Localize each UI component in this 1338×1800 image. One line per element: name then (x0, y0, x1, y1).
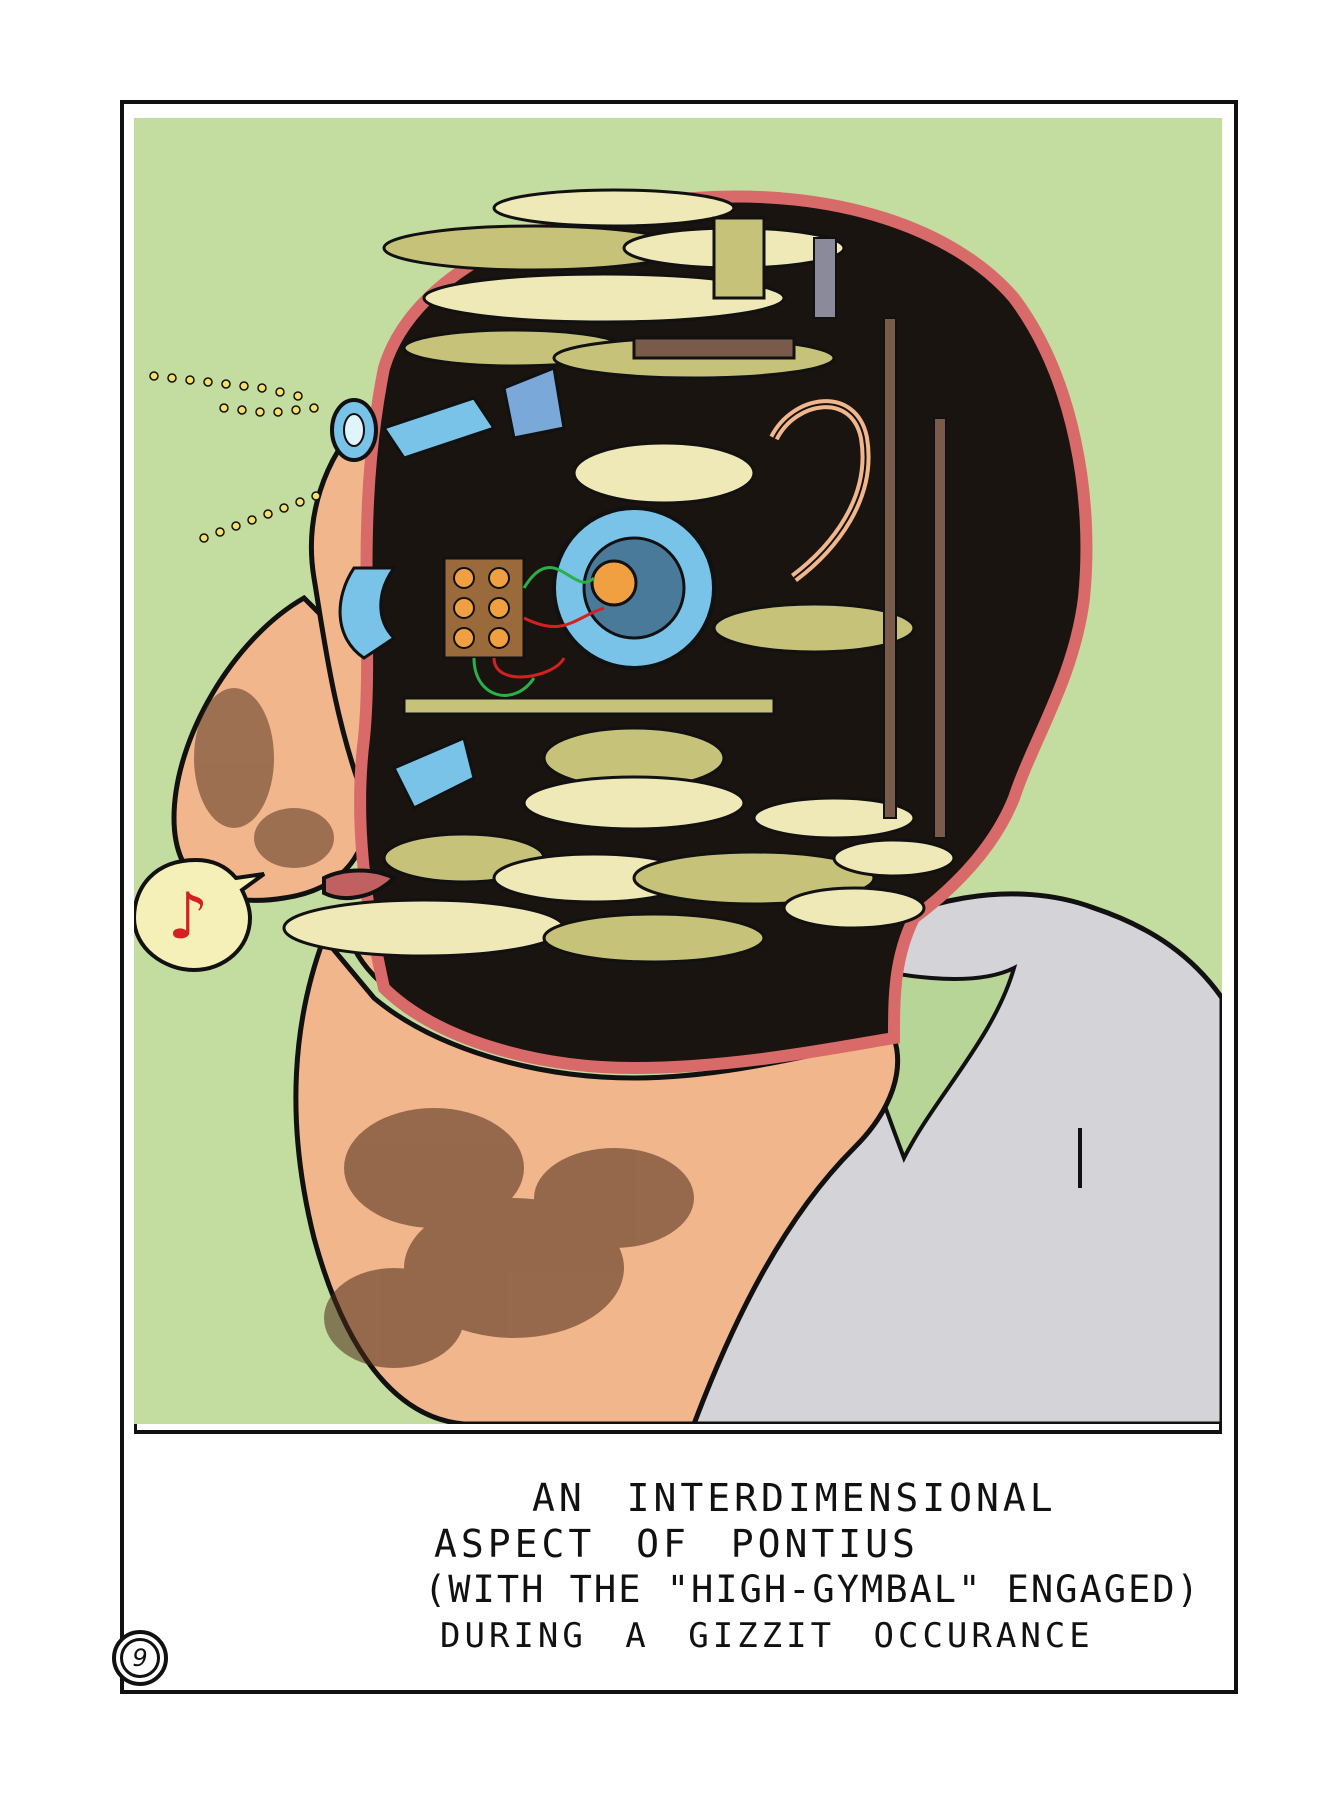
pontius-illustration (134, 118, 1222, 1424)
gear-machinery (282, 188, 956, 964)
caption-line-1: AN INTERDIMENSIONAL (532, 1476, 1057, 1520)
panel-outer-border (120, 100, 1238, 1694)
caption-line-3: (WITH THE "HIGH-GYMBAL" ENGAGED) (424, 1568, 1201, 1611)
eye-ray-dots-icon (149, 371, 321, 543)
music-note-icon: ♪ (167, 880, 209, 954)
page-number: 9 (120, 1638, 160, 1678)
blue-components (338, 237, 837, 811)
page-number-badge: 9 (112, 1630, 168, 1686)
beard-stubble (324, 1108, 694, 1368)
caption-line-2: ASPECT OF PONTIUS (434, 1522, 919, 1566)
wires (472, 566, 605, 697)
mouth (322, 868, 398, 900)
caption-box: AN INTERDIMENSIONAL ASPECT OF PONTIUS (W… (134, 1430, 1222, 1674)
caption-line-4: DURING A GIZZIT OCCURANCE (440, 1616, 1094, 1656)
nose-texture (194, 688, 334, 868)
eye-lens (330, 398, 378, 462)
speech-bubble (134, 857, 266, 973)
